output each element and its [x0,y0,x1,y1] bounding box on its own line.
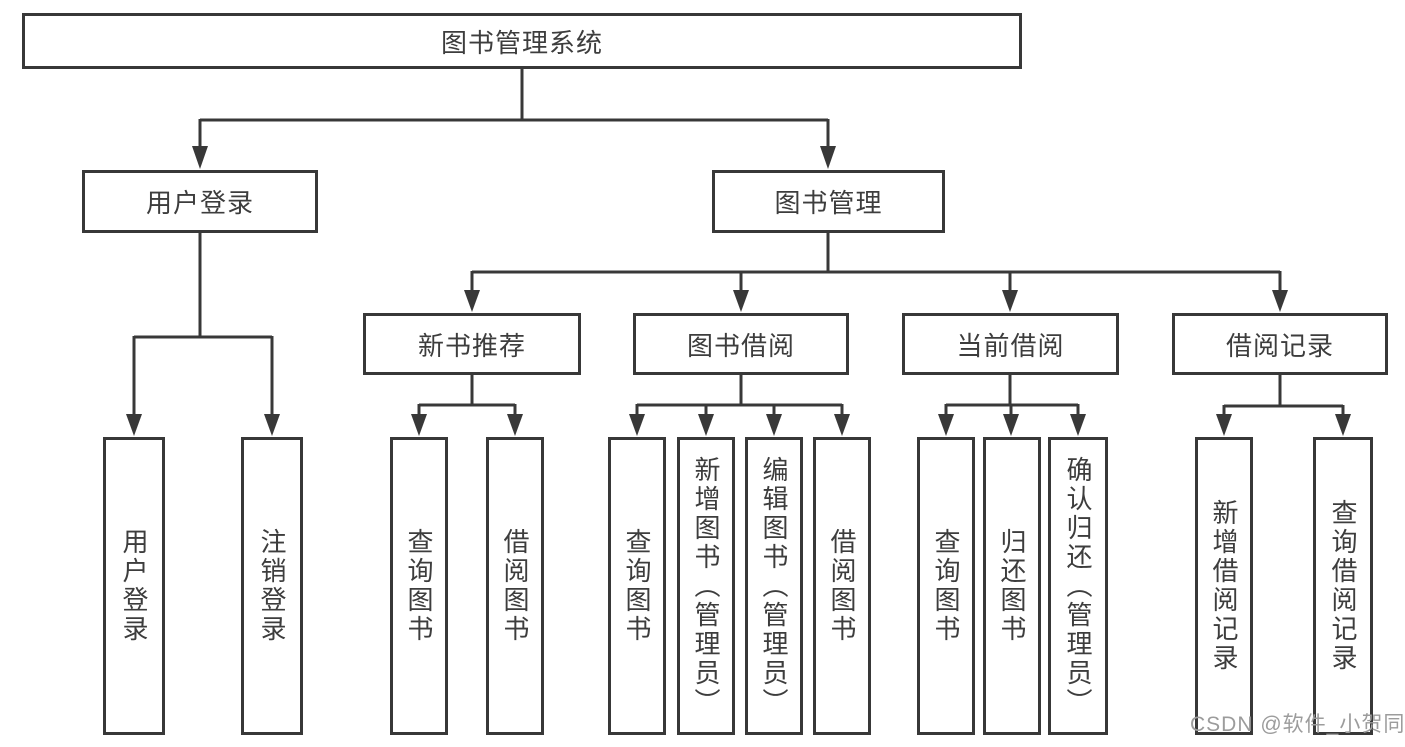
arrowheads [126,146,1351,436]
connector-book-borrow-branch [635,375,844,417]
leaf-bb-add-books-admin: 新增图书（管理员） [677,437,735,735]
leaf-nbr-query-books: 查询图书 [390,437,448,735]
connector-current-borrow-branch [944,375,1080,417]
leaf-bb-edit-books-admin: 编辑图书（管理员） [745,437,803,735]
leaf-logout: 注销登录 [241,437,303,735]
leaf-bb-borrow-books: 借阅图书 [813,437,871,735]
node-book-mgmt: 图书管理 [712,170,945,233]
leaf-nbr-borrow-books: 借阅图书 [486,437,544,735]
leaf-br-query-borrow-record: 查询借阅记录 [1313,437,1373,735]
connector-book-mgmt-branch [470,233,1282,293]
connector-new-book-recommend-branch [417,375,517,417]
node-current-borrow: 当前借阅 [902,313,1119,375]
leaf-bb-query-books: 查询图书 [608,437,666,735]
connector-user-login-branch [132,232,274,417]
node-root: 图书管理系统 [22,13,1022,69]
node-user-login: 用户登录 [82,170,318,233]
node-new-book-recommend: 新书推荐 [363,313,581,375]
leaf-cb-confirm-return-admin: 确认归还（管理员） [1048,437,1108,735]
connector-borrow-records-branch [1222,375,1345,417]
node-borrow-records: 借阅记录 [1172,313,1388,375]
watermark: CSDN @软件_小贺同学 [1190,713,1405,736]
leaf-br-add-borrow-record: 新增借阅记录 [1195,437,1253,735]
leaf-cb-query-books: 查询图书 [917,437,975,735]
connector-root-to-level2 [198,69,830,150]
node-book-borrow: 图书借阅 [633,313,849,375]
leaf-cb-return-books: 归还图书 [983,437,1041,735]
leaf-user-login: 用户登录 [103,437,165,735]
